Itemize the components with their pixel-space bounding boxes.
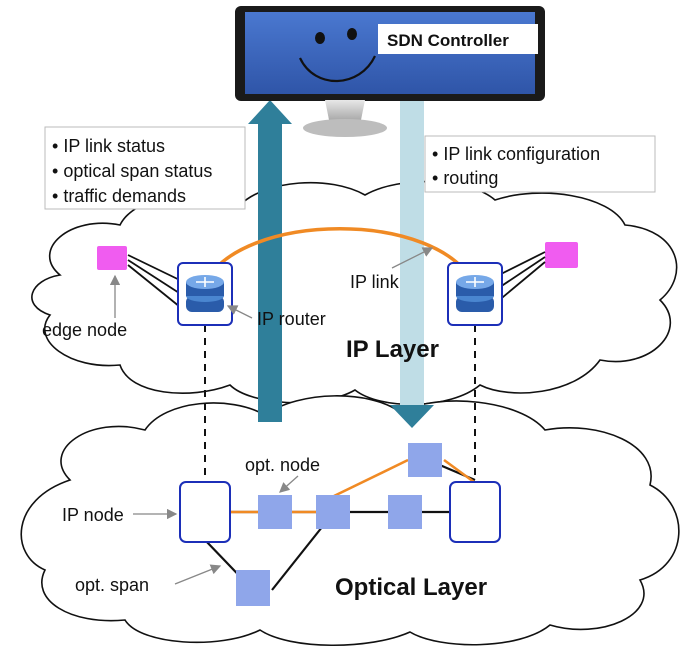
northbound-info-box bbox=[44, 126, 246, 210]
ip-link-arc bbox=[202, 227, 476, 286]
ip-layer-cloud bbox=[31, 180, 678, 406]
ip-router-pointer bbox=[226, 305, 253, 319]
ip-link-label: IP link bbox=[350, 272, 400, 292]
northbound-item-3: • traffic demands bbox=[52, 186, 186, 206]
optical-node-3 bbox=[388, 495, 422, 529]
northbound-item-1: • IP link status bbox=[52, 136, 165, 156]
southbound-info-box bbox=[424, 135, 656, 193]
ip-router-right bbox=[447, 262, 503, 326]
edge-node-label: edge node bbox=[42, 320, 127, 340]
optical-node-1 bbox=[258, 495, 292, 529]
edge-node-right bbox=[545, 242, 578, 268]
northbound-arrow bbox=[248, 100, 292, 422]
optical-node-5 bbox=[236, 570, 270, 606]
ip-router-left bbox=[177, 262, 233, 326]
opt-span-pointer bbox=[174, 564, 222, 585]
ip-node-label: IP node bbox=[62, 505, 124, 525]
controller-label-box bbox=[378, 24, 538, 54]
controller-label: SDN Controller bbox=[387, 31, 509, 50]
northbound-item-2: • optical span status bbox=[52, 161, 212, 181]
southbound-item-1: • IP link configuration bbox=[432, 144, 600, 164]
ip-node-left bbox=[179, 481, 231, 543]
southbound-item-2: • routing bbox=[432, 168, 498, 188]
ip-layer-title: IP Layer bbox=[346, 336, 439, 363]
ip-link-pointer bbox=[391, 247, 434, 269]
ip-link-optical-path bbox=[230, 458, 475, 514]
opt-span-label: opt. span bbox=[75, 575, 149, 595]
southbound-arrow bbox=[390, 100, 434, 428]
optical-layer-title: Optical Layer bbox=[335, 574, 487, 601]
ip-router-label: IP router bbox=[257, 309, 326, 329]
opt-node-label: opt. node bbox=[245, 455, 320, 475]
opt-node-pointer bbox=[279, 475, 299, 493]
edge-node-left bbox=[97, 246, 127, 270]
ip-node-right bbox=[449, 481, 501, 543]
optical-node-4 bbox=[408, 443, 442, 477]
optical-node-2 bbox=[316, 495, 350, 529]
